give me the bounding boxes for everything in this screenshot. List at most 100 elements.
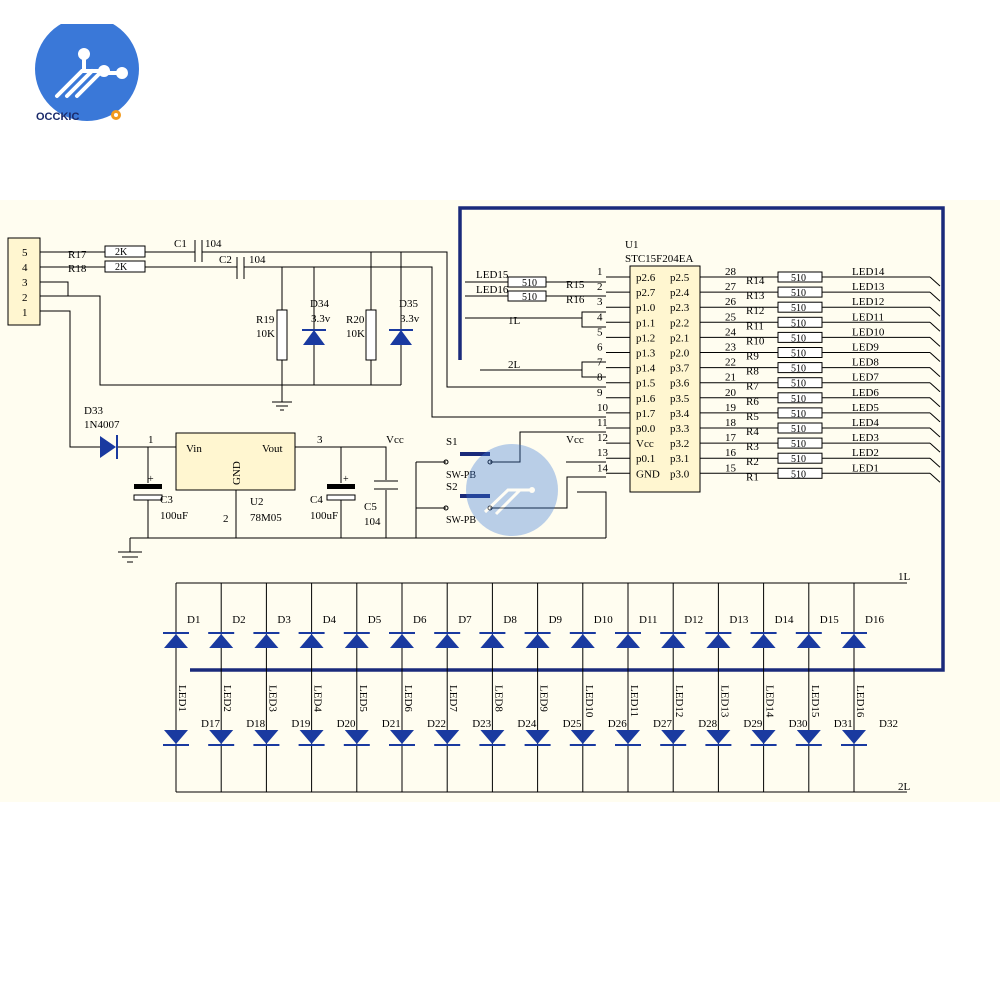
switch-s2: S2 SW-PB [443,481,493,526]
column-led-label: LED5 [357,685,369,712]
c4-value: 100uF [310,510,338,522]
led-net-label: LED10 [852,326,885,338]
column-led-label: LED11 [628,685,640,717]
led-diode-icon [390,634,414,648]
mcu-pin-name: p2.6 [636,272,656,284]
c3-label: C3 [160,494,173,506]
resistor-label: R2 [746,456,759,468]
r19-value: 10K [256,328,275,340]
resistor-label: R9 [746,351,759,363]
d34-value: 3.3v [311,313,331,325]
capacitor-c4: + C4 100uF [310,474,356,522]
resistor-value: 510 [791,273,806,284]
led-diode-icon [751,730,776,744]
resistor-label: R3 [746,441,759,453]
diode-label: D19 [291,718,310,730]
net-2l-label: 2L [508,359,521,371]
led-net-label: LED14 [852,266,885,278]
led-diode-icon [706,634,731,648]
led-diode-icon [842,634,866,648]
d34-label: D34 [310,298,329,310]
mcu-pin-name: GND [636,468,660,480]
mcu-pin-number: 8 [597,372,603,384]
led-net-label: LED6 [852,387,879,399]
diode-label: D3 [277,614,291,626]
diode-label: D18 [246,718,265,730]
r18-value: 2K [115,262,128,273]
mcu-pin-number: 12 [597,432,608,444]
column-led-label: LED14 [764,685,776,718]
diode-label: D12 [684,614,703,626]
bus-frame [190,206,945,672]
mcu-pin-name: p2.3 [670,302,690,314]
ground-icon [118,551,142,563]
d33-label: D33 [84,405,103,417]
led-net-wire [929,276,941,287]
c2-value: 104 [249,254,266,266]
led-diode-icon [435,730,460,744]
switch-s1: S1 SW-PB [443,436,493,481]
resistor-label: R12 [746,305,764,317]
led-diode-icon [661,634,686,648]
vcc-label: Vcc [566,434,584,446]
resistor-label: R5 [746,411,759,423]
column-led-label: LED13 [718,685,730,718]
diode-label: D1 [187,614,200,626]
u2-label: U2 [250,496,263,508]
u2-value: 78M05 [250,512,282,524]
capacitor-c5: C5 104 [364,480,398,528]
led-net-wire [929,321,941,332]
diode-label: D13 [729,614,748,626]
diode-label: D14 [775,614,794,626]
resistor-r20: R20 10K [346,309,377,361]
led-net-wire [929,382,941,393]
led-diode-icon [616,634,640,648]
resistor-label: R11 [746,320,764,332]
resistor-value: 510 [791,469,806,480]
mcu-pin-name: p1.6 [636,393,656,405]
mcu-pin-name: p3.6 [670,378,690,390]
diode-label: D6 [413,614,427,626]
column-led-label: LED8 [492,685,504,712]
led-net-wire [929,412,941,423]
led-diode-icon [480,634,505,648]
s1-label: S1 [446,436,458,448]
resistor-value: 510 [791,364,806,375]
led-diode-icon [480,730,505,744]
header-pin-label: 3 [22,277,28,289]
resistor-body [777,316,823,328]
header-pin-label: 4 [22,262,28,274]
regulator-u2: Vin Vout GND 3 2 U2 78M05 Vcc [175,432,404,525]
led-diode-icon [344,730,369,744]
mcu-pin-number: 27 [725,281,737,293]
resistor-body [777,407,823,419]
resistor-label: R14 [746,275,765,287]
mcu-pin-number: 6 [597,342,603,354]
led-diode-icon [751,634,776,648]
r16-label: R16 [566,294,585,306]
led-net-wire [929,442,941,453]
resistor-value: 510 [791,303,806,314]
r15-value: 510 [522,278,537,289]
header-pin-label: 5 [22,247,28,259]
resistor-body [777,347,823,358]
column-led-label: LED4 [312,685,324,712]
mcu-pin-number: 21 [725,372,736,384]
svg-text:+: + [343,474,349,485]
mcu-pin-name: p2.7 [636,287,656,299]
s2-value: SW-PB [446,515,476,526]
diode-label: D2 [232,614,245,626]
s2-label: S2 [446,481,458,493]
led-matrix: 1L 2L D1D17LED1D2D18LED2D3D19LED3D4D20LE… [163,571,911,793]
u2-pin-number: 2 [223,513,229,525]
led-diode-icon [344,634,369,648]
led-diode-icon [254,634,279,648]
resistor-label: R1 [746,471,759,483]
capacitor-c1: C1 104 [174,238,222,262]
diode-label: D9 [549,614,563,626]
led-net-label: LED12 [852,296,884,308]
led-diode-icon [570,634,595,648]
led-diode-icon [796,730,821,744]
diode-label: D8 [503,614,517,626]
c2-label: C2 [219,254,232,266]
